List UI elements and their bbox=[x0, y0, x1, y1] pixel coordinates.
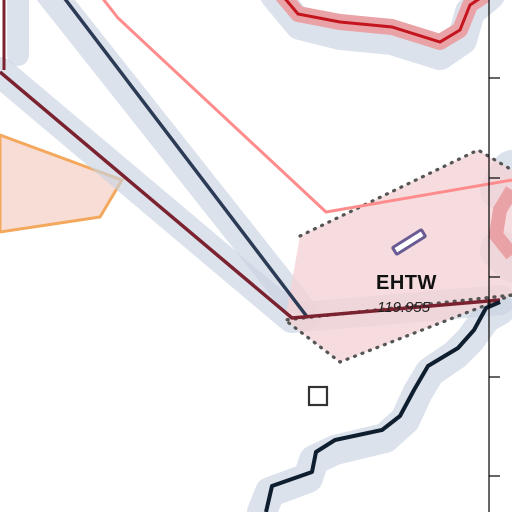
airport-label[interactable]: EHTW bbox=[376, 272, 437, 294]
runway-icon[interactable] bbox=[391, 228, 427, 256]
airport-frequency: 119.955 bbox=[377, 299, 431, 316]
dark-red-border bbox=[0, 70, 501, 320]
orange-zone bbox=[0, 133, 125, 234]
river bbox=[264, 300, 501, 512]
red-border bbox=[284, 0, 481, 44]
navy-route-line bbox=[63, 0, 310, 320]
square-marker-icon[interactable] bbox=[307, 385, 329, 407]
grid-meridian bbox=[488, 0, 500, 512]
ctr-area bbox=[285, 150, 512, 362]
restricted-boundary bbox=[102, 0, 512, 214]
red-border-right-shadow bbox=[488, 186, 512, 260]
